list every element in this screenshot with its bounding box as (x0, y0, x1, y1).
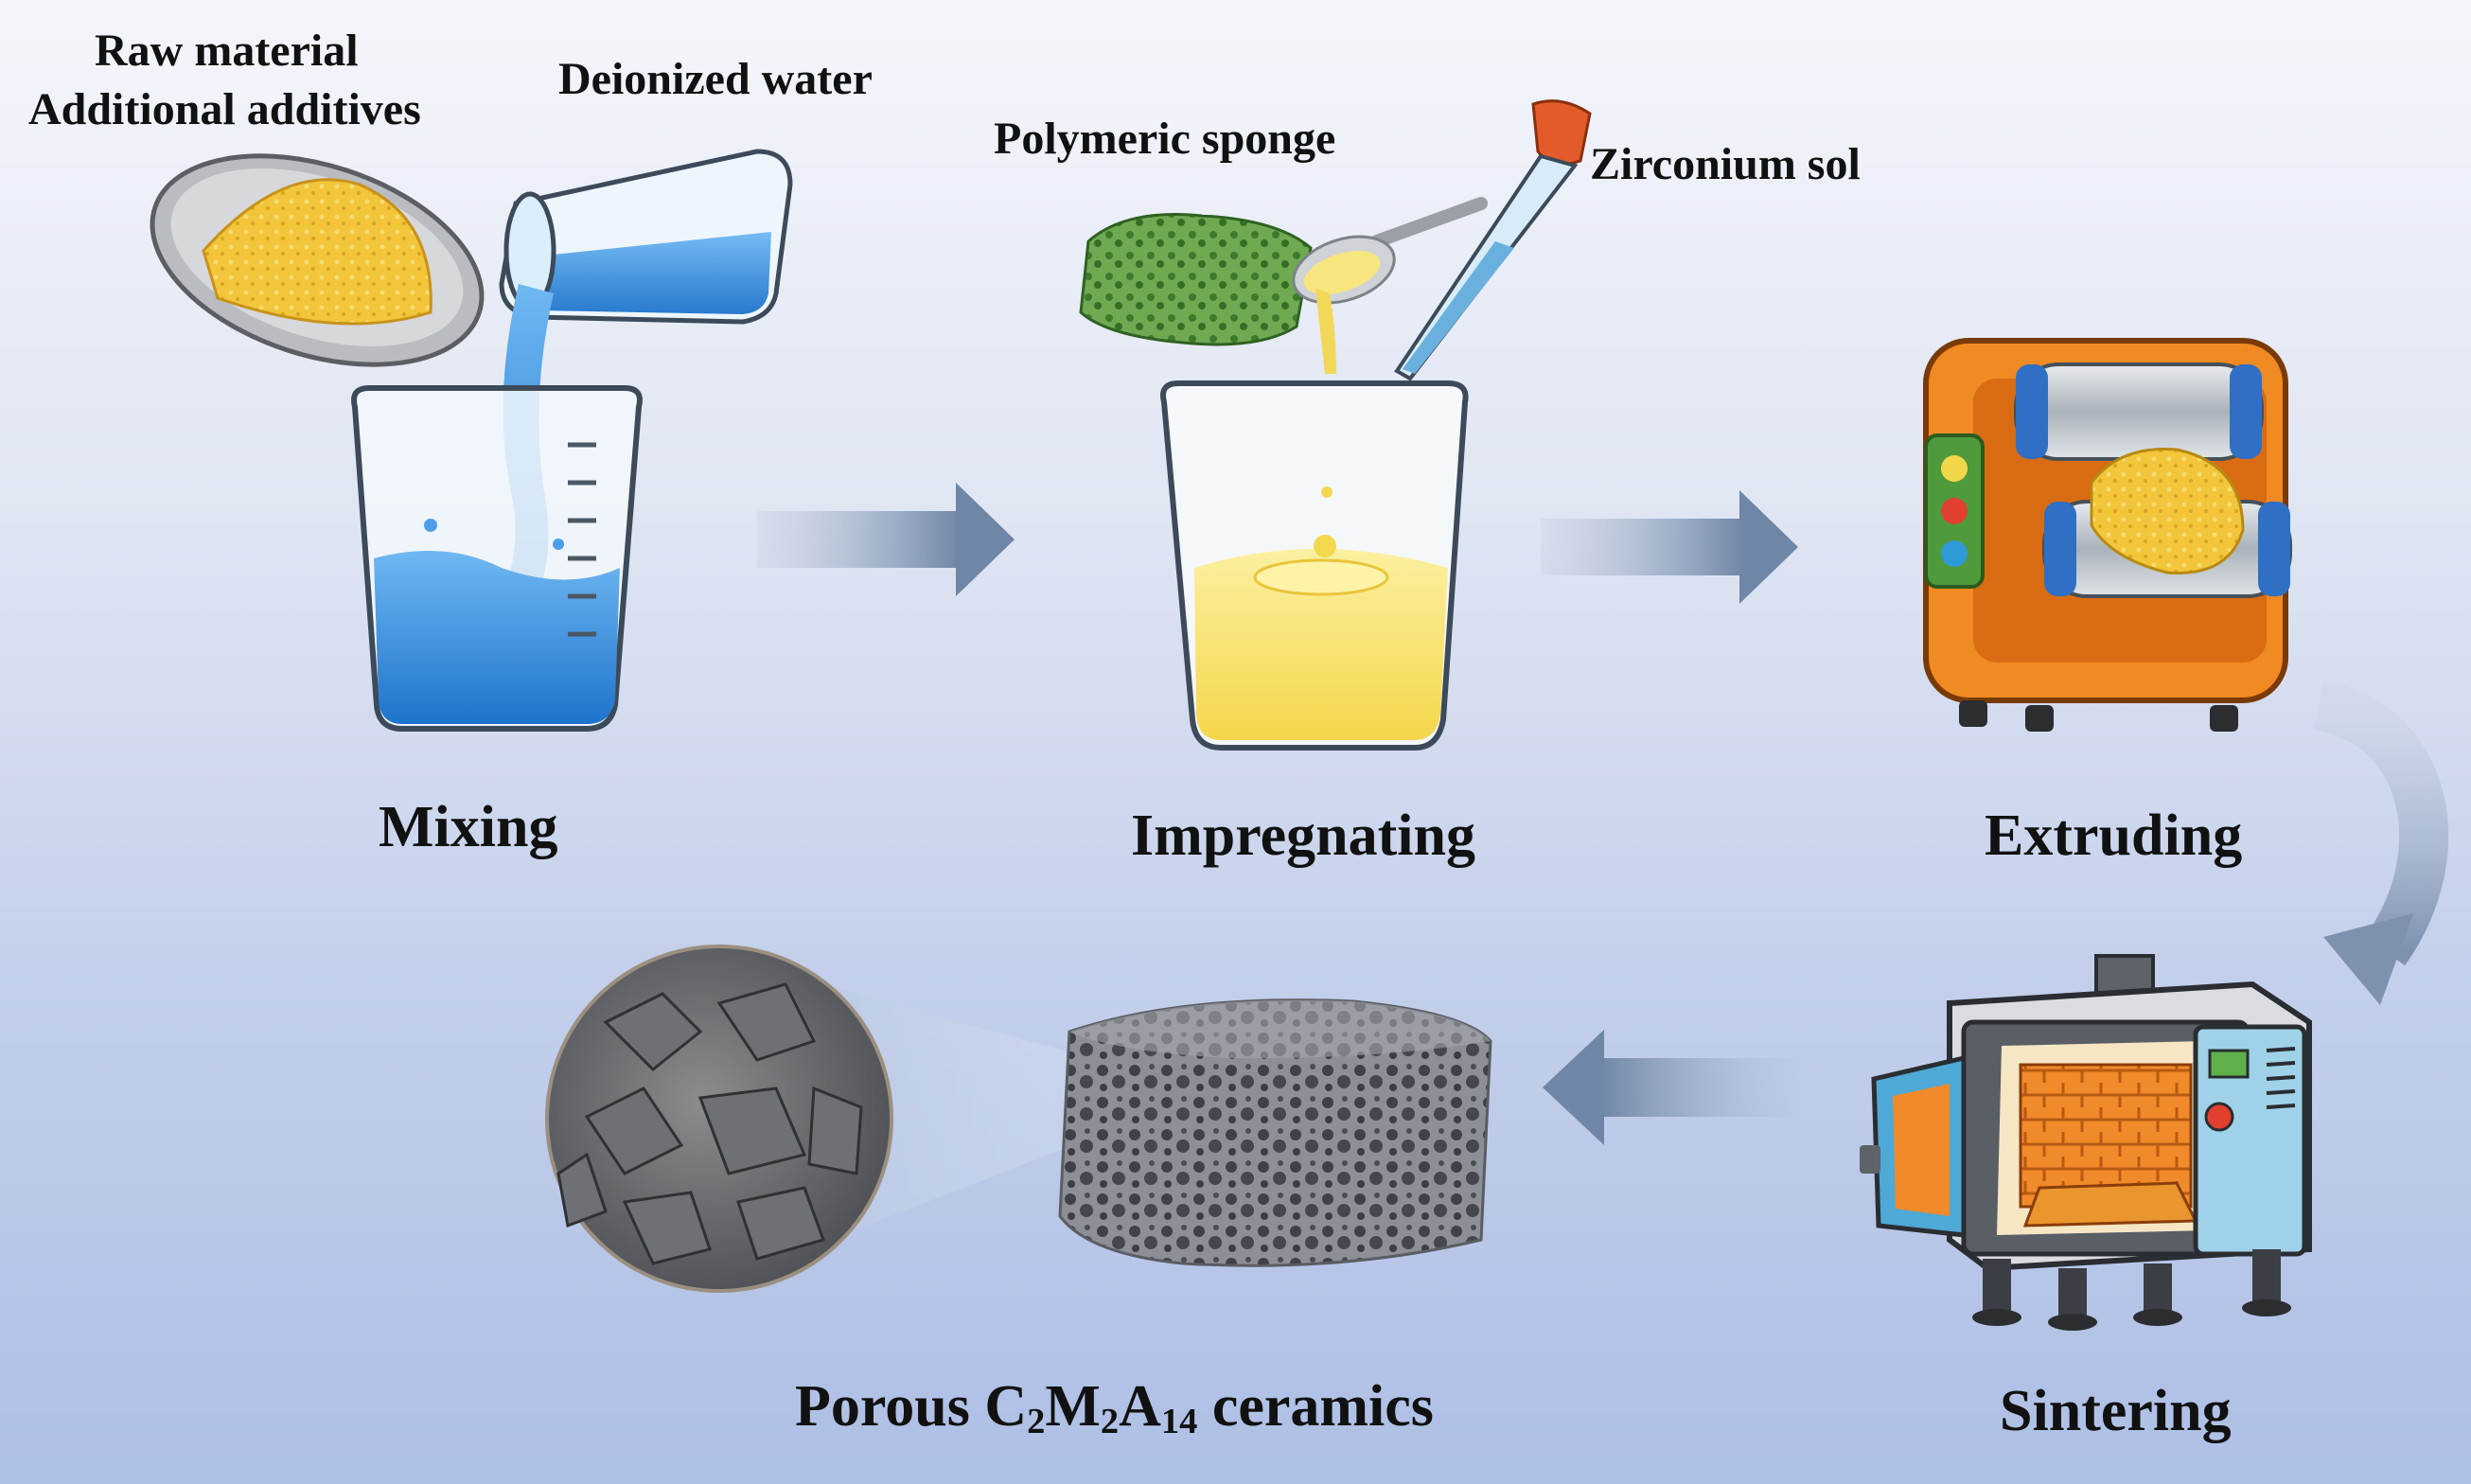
arrow-impregnating-to-extruding (1541, 490, 1798, 604)
product-label-prefix: Porous C (795, 1374, 1028, 1439)
label-raw-material: Raw material (95, 26, 359, 76)
arrow-extruding-to-sintering (2313, 680, 2449, 1005)
step-label-impregnating: Impregnating (1131, 804, 1476, 868)
product-label-mid-1: M (1045, 1374, 1101, 1439)
label-zirconium-sol: Zirconium sol (1590, 139, 1861, 189)
step-label-sintering: Sintering (2000, 1379, 2232, 1443)
spoon-illustration (1292, 197, 1488, 374)
step-label-extruding: Extruding (1985, 804, 2243, 868)
product-label-mid-2: A (1119, 1374, 1161, 1439)
porous-ceramic-foam (1058, 998, 1492, 1267)
polymeric-sponge-illustration (1079, 213, 1313, 346)
product-label-suffix: ceramics (1197, 1374, 1434, 1439)
step-label-mixing: Mixing (379, 795, 558, 859)
impregnating-beaker-illustration (1160, 380, 1469, 751)
dropper-illustration (1394, 99, 1592, 381)
sintering-furnace-illustration (1860, 954, 2312, 1331)
powder-dish-illustration (150, 153, 485, 367)
product-label-sub-3: 14 (1160, 1402, 1198, 1442)
product-label: Porous C2M2A14 ceramics (795, 1374, 1434, 1440)
product-label-sub-1: 2 (1027, 1402, 1046, 1442)
product-label-sub-2: 2 (1100, 1402, 1120, 1442)
label-polymeric-sponge: Polymeric sponge (994, 114, 1336, 164)
sem-micrograph-circle (545, 945, 893, 1293)
label-deionized-water: Deionized water (558, 54, 873, 104)
mixing-beaker-illustration (351, 385, 643, 732)
label-additional-additives: Additional additives (28, 84, 421, 134)
pouring-beaker-illustration (499, 149, 793, 325)
extruder-machine-illustration (1923, 338, 2292, 732)
arrow-sintering-to-product (1543, 1030, 1800, 1145)
arrow-mixing-to-impregnating (757, 483, 1015, 596)
